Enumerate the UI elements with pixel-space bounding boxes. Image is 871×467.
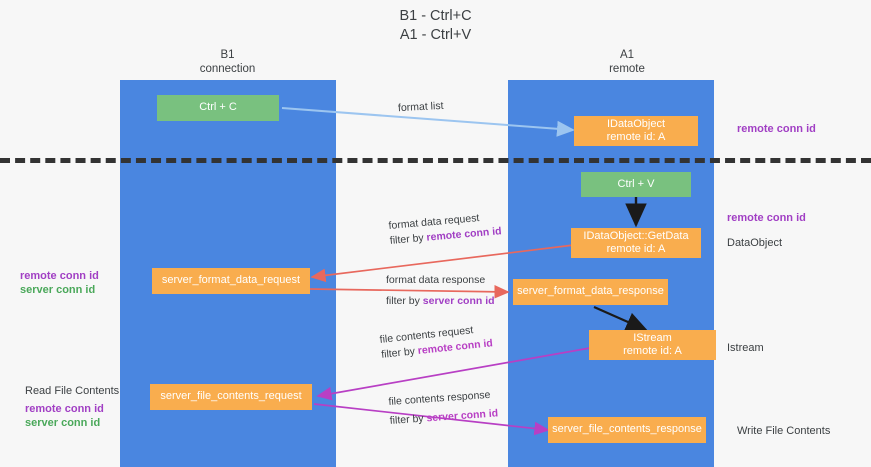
left-label-server-conn-id: server conn id [20,284,96,296]
right-label-istream: Istream [727,342,764,354]
annotation-filter-value-4: server conn id [426,407,499,425]
annotation-format-list: format list [397,99,444,115]
right-label-write-file-contents: Write File Contents [737,425,831,437]
right-label-remote-conn-id-top: remote conn id [737,123,816,135]
annotation-file-contents-response-line2: filter by server conn id [389,406,498,429]
box-ctrl-c[interactable]: Ctrl + C [157,95,279,121]
box-server-file-contents-response[interactable]: server_file_contents_response [548,417,706,443]
box-idataobject-remote[interactable]: IDataObject remote id: A [574,116,698,146]
annotation-filter-prefix-1: filter by [389,231,428,247]
box-server-format-data-response[interactable]: server_format_data_response [513,279,668,305]
annotation-format-data-response: format data response filter by server co… [386,273,495,309]
left-label-server-conn-id-2: server conn id [25,417,101,429]
right-label-remote-conn-id-mid: remote conn id [727,212,806,224]
column-header-a1: A1 remote [609,49,645,75]
annotation-file-contents-response: file contents response filter by server … [388,387,499,428]
box-server-file-contents-request[interactable]: server_file_contents_request [150,384,312,410]
annotation-format-data-response-line1: format data response [386,274,486,286]
box-idataobject-getdata[interactable]: IDataObject::GetData remote id: A [571,228,701,258]
annotation-format-data-request: format data request filter by remote con… [388,209,502,249]
diagram-title: B1 - Ctrl+C A1 - Ctrl+V [399,8,472,43]
left-label-remote-conn-id-2: remote conn id [25,403,104,415]
annotation-file-contents-request: file contents request filter by remote c… [379,321,494,363]
column-header-b1: B1 connection [199,49,256,75]
annotation-filter-value-2: server conn id [422,295,495,307]
box-ctrl-v[interactable]: Ctrl + V [581,172,691,197]
left-label-read-file-contents: Read File Contents [25,385,120,397]
annotation-filter-prefix-2: filter by [386,295,423,307]
box-server-format-data-request[interactable]: server_format_data_request [152,268,310,294]
left-label-remote-conn-id: remote conn id [20,270,99,282]
annotation-filter-prefix-3: filter by [380,345,419,361]
annotation-filter-prefix-4: filter by [389,412,427,427]
annotation-format-data-response-line2: filter by server conn id [386,294,495,309]
right-label-dataobject: DataObject [727,237,783,249]
box-istream[interactable]: IStream remote id: A [589,330,716,360]
section-divider [0,158,871,163]
